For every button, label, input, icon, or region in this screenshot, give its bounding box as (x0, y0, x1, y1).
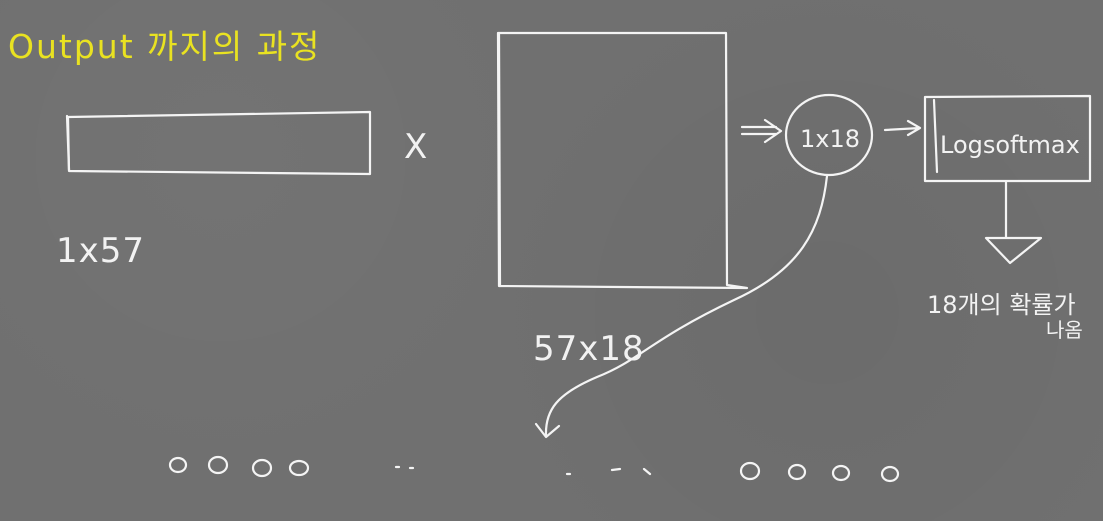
output-node (787, 463, 807, 481)
output-node (207, 455, 229, 475)
ellipsis-marks (394, 465, 652, 476)
output-node (251, 458, 273, 478)
output-node (288, 459, 310, 477)
weight-matrix-box (496, 31, 749, 290)
output-nodes-right (739, 461, 900, 483)
output-node (880, 465, 900, 483)
double-arrow-icon (740, 118, 783, 144)
result-vector-circle (784, 93, 874, 177)
weight-matrix-left-edge (497, 32, 502, 288)
multiply-symbol: X (404, 127, 428, 167)
input-vector-box (66, 110, 372, 176)
right-arrow-icon (883, 119, 922, 137)
ellipsis-marks (394, 465, 652, 476)
output-note-line-2: 나옴 (1046, 318, 1083, 342)
logsoftmax-label: Logsoftmax (940, 131, 1080, 159)
output-note-line-1: 18개의 확률가 (927, 291, 1076, 319)
input-vector-label: 1x57 (56, 231, 145, 271)
output-node (831, 464, 851, 482)
weight-matrix-label: 57x18 (533, 329, 645, 369)
logsoftmax-left-line (932, 98, 939, 174)
output-node (168, 456, 188, 474)
curved-arrow-line (544, 174, 829, 438)
logsoftmax-box (923, 94, 1092, 183)
diagram-title: Output 까지의 과정 (8, 27, 321, 66)
curved-arrow-head-icon (534, 422, 561, 439)
output-node (739, 461, 761, 481)
down-arrow-icon (984, 180, 1043, 265)
result-vector-label: 1x18 (800, 125, 860, 153)
output-nodes-left (168, 455, 310, 478)
input-vector-left-edge (65, 114, 71, 172)
